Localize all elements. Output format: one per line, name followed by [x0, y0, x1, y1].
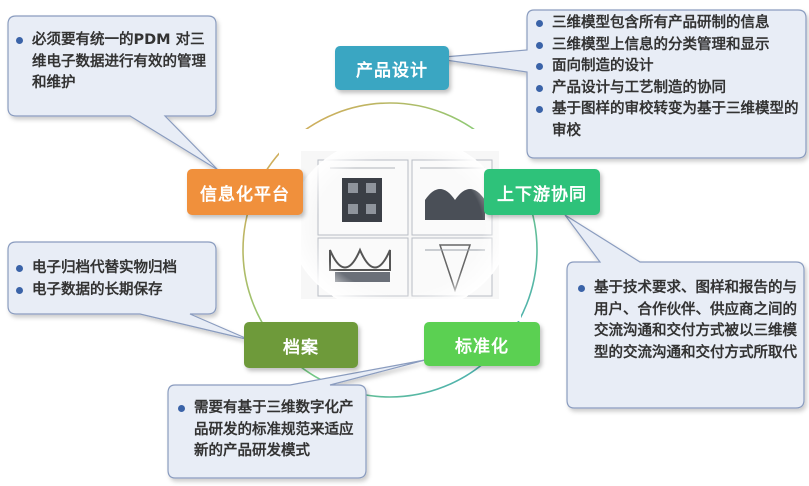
- bubble-top-right-shape: [431, 9, 807, 159]
- bubble-top-left-item: 必须要有统一的PDM 对三维电子数据进行有效的管理和维护: [14, 30, 212, 95]
- node-standardization: 标准化: [424, 322, 540, 366]
- bubble-top-right: 三维模型包含所有产品研制的信息 三维模型上信息的分类管理和显示 面向制造的设计 …: [534, 13, 804, 142]
- bubble-top-right-item: 基于图样的审校转变为基于三维模型的审校: [534, 99, 804, 142]
- node-archive: 档案: [244, 322, 358, 368]
- cad-drawing-icon: [279, 129, 521, 321]
- bubble-top-right-item: 产品设计与工艺制造的协同: [534, 78, 804, 100]
- bubble-mid-right-item: 基于技术要求、图样和报告的与用户、合作伙伴、供应商之间的交流沟通和交付方式被以三…: [576, 278, 798, 364]
- bubble-top-left-shape: [7, 15, 219, 171]
- bubble-bottom-shape: [167, 359, 426, 479]
- cycle-ring: [242, 102, 538, 398]
- bubble-top-right-item: 三维模型包含所有产品研制的信息: [534, 13, 804, 35]
- bubble-top-right-item: 三维模型上信息的分类管理和显示: [534, 35, 804, 57]
- bubble-mid-left: 电子归档代替实物归档 电子数据的长期保存: [14, 258, 212, 301]
- bubble-top-right-item: 面向制造的设计: [534, 56, 804, 78]
- node-information-platform: 信息化平台: [187, 169, 303, 215]
- bubble-top-left: 必须要有统一的PDM 对三维电子数据进行有效的管理和维护: [14, 30, 212, 95]
- bubble-mid-left-item: 电子数据的长期保存: [14, 280, 212, 302]
- bubble-mid-right: 基于技术要求、图样和报告的与用户、合作伙伴、供应商之间的交流沟通和交付方式被以三…: [576, 278, 798, 364]
- bubble-bottom-item: 需要有基于三维数字化产品研发的标准规范来适应新的产品研发模式: [176, 398, 362, 463]
- node-product-design: 产品设计: [335, 46, 449, 90]
- bubble-mid-right-shape: [564, 214, 805, 409]
- bubble-bottom: 需要有基于三维数字化产品研发的标准规范来适应新的产品研发模式: [176, 398, 362, 463]
- bubble-mid-left-shape: [7, 241, 251, 341]
- node-upstream-downstream-collaboration: 上下游协同: [484, 169, 600, 215]
- bubble-mid-left-item: 电子归档代替实物归档: [14, 258, 212, 280]
